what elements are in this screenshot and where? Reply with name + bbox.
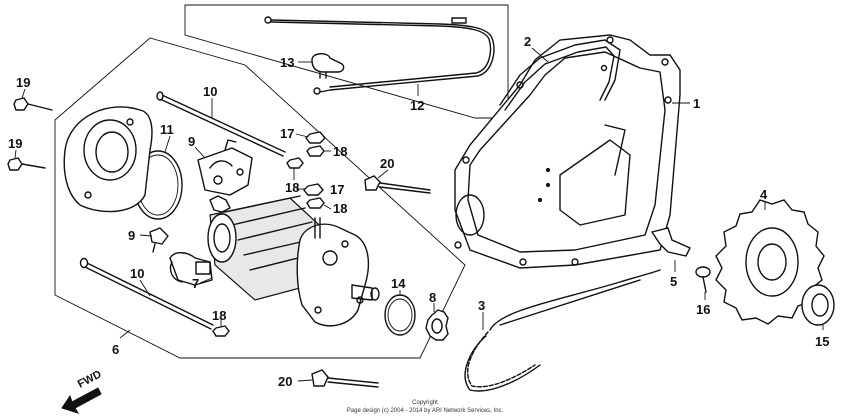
large-sprocket-part[interactable] [715, 199, 825, 325]
nut-18-d-part[interactable] [212, 325, 230, 337]
callout-11: 11 [160, 122, 174, 137]
bolt-19-lower-part[interactable] [7, 157, 46, 171]
callout-20-lower: 20 [278, 374, 292, 389]
callout-6: 6 [112, 342, 119, 357]
bolt-20-lower-part[interactable] [311, 369, 379, 388]
callout-1: 1 [693, 96, 700, 111]
brush-holder-part[interactable] [197, 139, 253, 196]
callout-10-lower: 10 [130, 266, 144, 281]
callout-20-upper: 20 [380, 156, 394, 171]
drive-chain-part[interactable] [464, 269, 661, 392]
fwd-label: FWD [76, 368, 104, 390]
copyright-line-2: Page design (c) 2004 - 2014 by ARI Netwo… [347, 408, 504, 414]
callout-8: 8 [429, 290, 436, 305]
oil-seal-part[interactable] [801, 284, 835, 326]
sprocket-bolt-part[interactable] [695, 266, 711, 293]
brush-plate-part[interactable] [169, 252, 213, 286]
nut-18-a-part[interactable] [306, 145, 325, 157]
callout-17-upper: 17 [280, 126, 294, 141]
forward-arrow-icon [61, 387, 102, 414]
seal-ring-part[interactable] [384, 294, 416, 336]
callout-18-a: 18 [333, 144, 347, 159]
bolt-20-upper-part[interactable] [364, 175, 431, 194]
leader-lines [14, 47, 824, 382]
nut-17-lower-part[interactable] [303, 183, 324, 196]
brush-clip-part[interactable] [149, 227, 169, 253]
starter-motor-part[interactable] [207, 195, 380, 327]
starter-cable-part[interactable] [264, 16, 495, 95]
cable-group-outline [184, 4, 509, 119]
callout-19-lower: 19 [8, 136, 22, 151]
callout-17-lower: 17 [330, 182, 344, 197]
callout-9-upper: 9 [188, 134, 195, 149]
callout-7: 7 [192, 276, 199, 291]
gasket-part[interactable] [499, 39, 621, 111]
rear-housing-part[interactable] [63, 106, 153, 213]
nut-18-b-part[interactable] [286, 157, 304, 169]
callout-18-b: 18 [285, 180, 299, 195]
callout-14: 14 [391, 276, 406, 291]
callout-5: 5 [670, 274, 677, 289]
callout-18-c: 18 [333, 201, 347, 216]
callout-18-d: 18 [212, 308, 226, 323]
terminal-cap-part[interactable] [311, 53, 345, 79]
through-bolt-upper-part[interactable] [156, 91, 286, 157]
bolt-19-upper-part[interactable] [13, 97, 53, 111]
copyright-line-1: Copyright [412, 400, 438, 406]
callout-10-upper: 10 [203, 84, 217, 99]
callout-19-upper: 19 [16, 75, 30, 90]
callout-12: 12 [410, 98, 424, 113]
cover-plate-part[interactable] [454, 34, 681, 269]
callout-9-lower: 9 [128, 228, 135, 243]
callout-2: 2 [524, 34, 531, 49]
callout-15: 15 [815, 334, 829, 349]
chain-guide-bracket-part[interactable] [650, 227, 691, 257]
through-bolt-lower-part[interactable] [79, 257, 214, 330]
callout-16: 16 [696, 302, 710, 317]
nut-17-upper-part[interactable] [305, 131, 326, 144]
callout-13: 13 [280, 55, 294, 70]
callout-4: 4 [760, 187, 768, 202]
drive-sprocket-part[interactable] [425, 309, 449, 341]
callout-3: 3 [478, 298, 485, 313]
nut-18-c-part[interactable] [306, 197, 325, 209]
